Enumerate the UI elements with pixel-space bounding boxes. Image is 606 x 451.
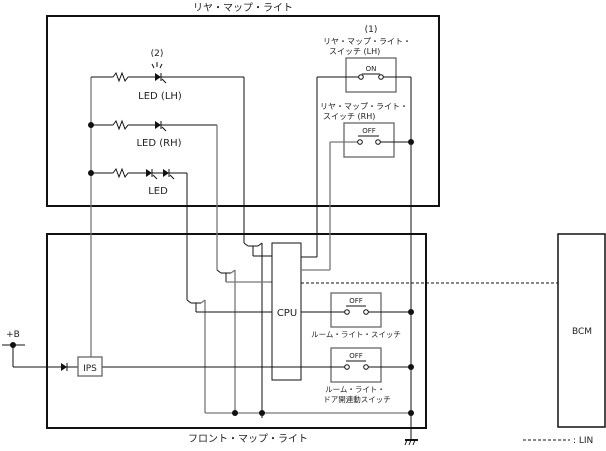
transistor-icon: [243, 242, 272, 418]
led-rh-label: LED (RH): [136, 138, 181, 149]
ips-label: IPS: [83, 364, 97, 374]
junction-dot: [232, 410, 238, 416]
switch-contact-icon: [358, 74, 364, 80]
resistor-icon: [112, 71, 129, 83]
junction-dot: [408, 410, 414, 416]
junction-dot: [259, 410, 265, 416]
rear-switch-lh-state: ON: [366, 65, 377, 73]
legend-lin-label: : LIN: [573, 436, 593, 446]
callout-1: (1): [365, 25, 378, 35]
switch-contact-icon: [378, 74, 384, 80]
bcm-box: [557, 233, 606, 428]
bcm-label: BCM: [572, 327, 592, 337]
switch-contact-icon: [363, 364, 369, 370]
callout-2: (2): [151, 49, 164, 59]
junction-dot: [408, 364, 414, 370]
room-light-switch-state: OFF: [349, 297, 363, 305]
ips-box: [77, 356, 103, 377]
switch-contact-icon: [363, 309, 369, 315]
switch-contact-icon: [344, 364, 350, 370]
rear-map-light-title: リヤ・マップ・ライト: [193, 2, 293, 14]
front-map-light-frame: [46, 233, 427, 429]
ground-icon: [404, 439, 418, 446]
door-switch-state: OFF: [349, 352, 363, 360]
rear-switch-rh-state: OFF: [362, 127, 376, 135]
resistor-icon: [112, 119, 129, 131]
door-switch-label-1: ルーム・ライト・: [325, 385, 385, 394]
rear-switch-rh-label-1: リヤ・マップ・ライト・: [320, 102, 408, 111]
switch-contact-icon: [357, 139, 363, 145]
diode-icon: [61, 363, 68, 371]
led-label: LED: [148, 186, 168, 197]
rear-switch-rh-box: [343, 122, 395, 158]
transistor-icon: [216, 269, 272, 413]
cpu-label: CPU: [277, 308, 297, 319]
switch-contact-icon: [344, 309, 350, 315]
junction-dot: [408, 309, 414, 315]
front-map-light-title: フロント・マップ・ライト: [188, 433, 308, 445]
room-light-switch-box: [330, 292, 382, 328]
rear-map-light-frame: [46, 15, 440, 207]
led-icon: [151, 62, 167, 84]
power-label: +B: [6, 330, 20, 340]
room-light-switch-label: ルーム・ライト・スイッチ: [311, 330, 401, 339]
transistor-icon: [186, 299, 272, 413]
rear-switch-rh-label-2: スイッチ (RH): [323, 112, 375, 121]
rear-switch-lh-box: [345, 57, 397, 93]
door-switch-label-2: ドア開連動スイッチ: [323, 394, 391, 404]
rear-switch-lh-label-2: スイッチ (LH): [329, 47, 380, 56]
led-icon: [163, 169, 175, 180]
led-icon: [155, 121, 167, 132]
switch-contact-icon: [375, 139, 381, 145]
resistor-icon: [112, 167, 129, 179]
rear-switch-lh-label-1: リヤ・マップ・ライト・: [323, 37, 411, 46]
led-icon: [146, 169, 158, 180]
door-switch-box: [330, 347, 382, 383]
led-lh-label: LED (LH): [138, 91, 182, 102]
